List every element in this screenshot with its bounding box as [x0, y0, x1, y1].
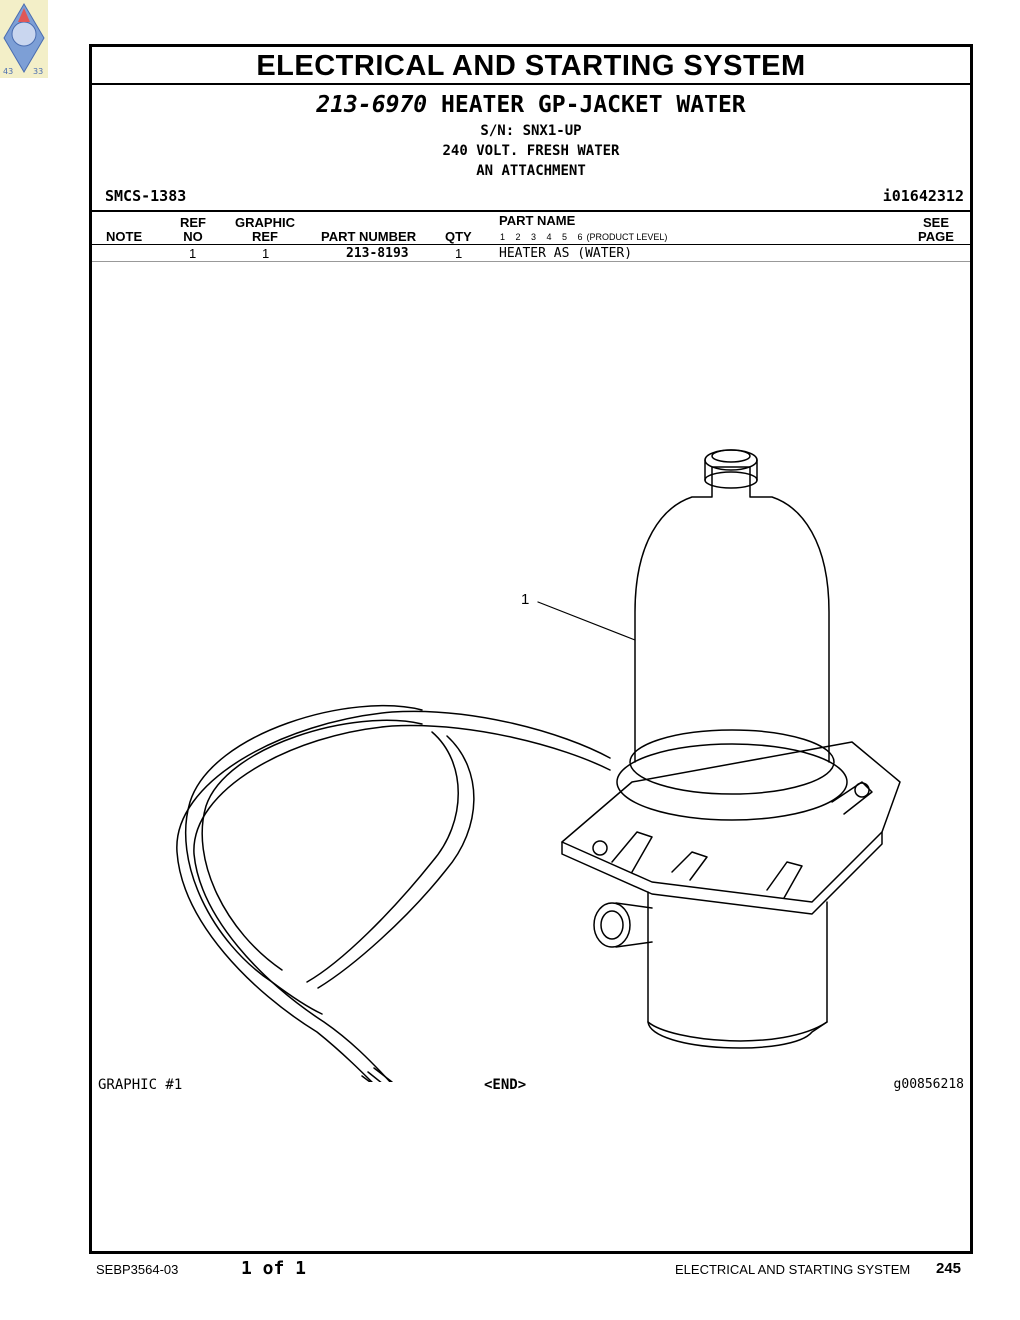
page-of: 1 of 1	[241, 1258, 307, 1279]
page-frame: ELECTRICAL AND STARTING SYSTEM 213-6970 …	[89, 44, 973, 1254]
graphic-label: GRAPHIC #1	[98, 1077, 183, 1093]
end-marker: <END>	[484, 1077, 527, 1093]
smcs-code: SMCS-1383	[105, 187, 187, 205]
group-part-number: 213-6970	[316, 92, 428, 118]
cable-outline-inner	[193, 724, 611, 1082]
footer-section: ELECTRICAL AND STARTING SYSTEM	[675, 1262, 911, 1277]
row-qty: 1	[455, 246, 463, 261]
serial-range: S/N: SNX1-UP	[480, 123, 582, 139]
cable-outline	[176, 710, 611, 1082]
group-attachment: AN ATTACHMENT	[476, 163, 586, 179]
doc-number: SEBP3564-03	[96, 1262, 179, 1277]
page-number: 245	[936, 1260, 962, 1277]
mounting-flange	[561, 741, 901, 903]
row-graphic-ref: 1	[262, 246, 270, 261]
table-header-rule	[92, 244, 970, 245]
row-part-name: HEATER AS (WATER)	[499, 246, 633, 261]
col-note: NOTE	[106, 229, 143, 244]
cable-loop-2-inner	[317, 735, 475, 989]
group-description: 240 VOLT. FRESH WATER	[442, 143, 620, 159]
row-ref-no: 1	[189, 246, 197, 261]
heater-dome	[634, 466, 830, 763]
cable-loop-inner	[201, 719, 423, 971]
heater-drawing: 1	[176, 449, 901, 1082]
product-levels: 1 2 3 4 5 6(PRODUCT LEVEL)	[500, 232, 668, 242]
diamond-emblem-icon: 43 33	[0, 0, 48, 78]
col-qty: QTY	[445, 229, 472, 244]
section-title: ELECTRICAL AND STARTING SYSTEM	[92, 47, 970, 85]
col-part-number: PART NUMBER	[321, 229, 417, 244]
lower-canister	[647, 891, 828, 1049]
table-row-rule	[92, 261, 970, 262]
cable-loop	[185, 704, 423, 1015]
col-part-name: PART NAME	[499, 213, 576, 228]
group-title: 213-6970 HEATER GP-JACKET WATER	[92, 92, 970, 118]
illustration-id: i01642312	[882, 187, 964, 205]
svg-text:33: 33	[33, 67, 43, 76]
group-name: HEATER GP-JACKET WATER	[441, 92, 746, 118]
table-top-rule	[92, 210, 970, 212]
graphic-id: g00856218	[893, 1077, 964, 1092]
svg-text:43: 43	[3, 67, 13, 76]
cable-loop-2	[306, 731, 459, 983]
row-part-number[interactable]: 213-8193	[346, 246, 409, 261]
callout-1: 1	[521, 591, 529, 608]
